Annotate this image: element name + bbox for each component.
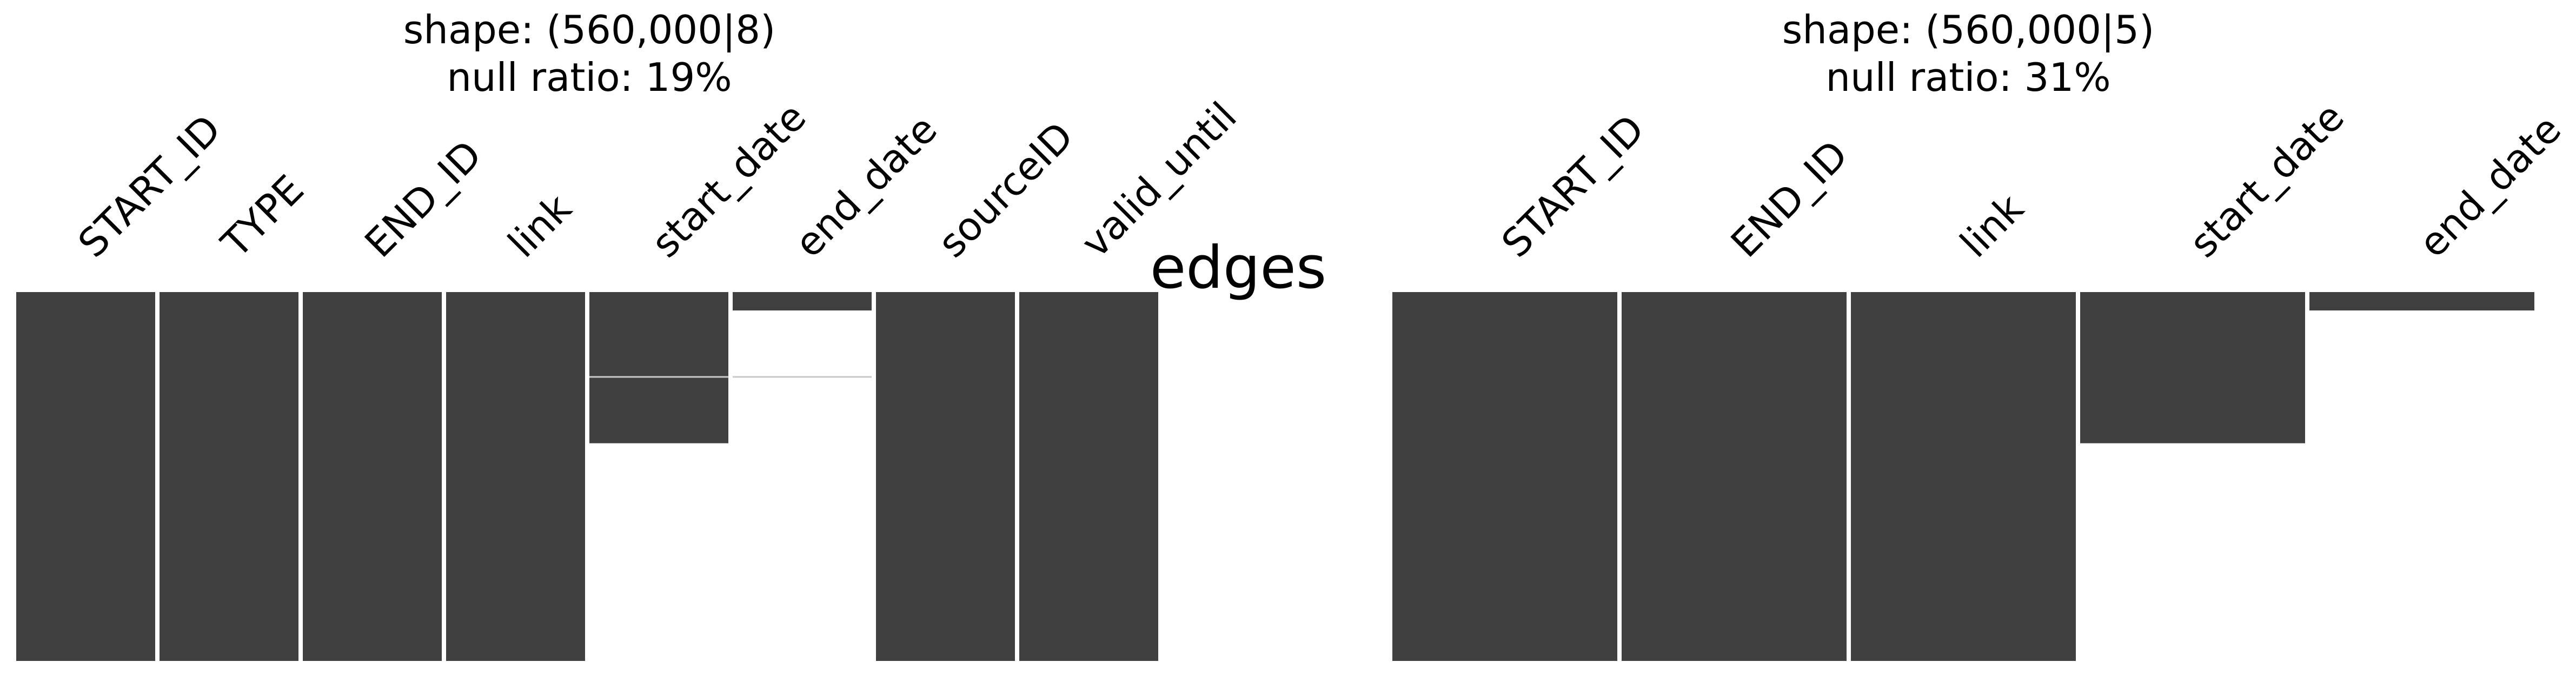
left-start_date-present-block: [589, 292, 728, 444]
left-column-label: END_ID: [356, 131, 490, 266]
left-start_date-missing-block: [589, 443, 728, 661]
right-column-label: end_date: [2410, 106, 2570, 266]
left-matrix-panel: shape: (560,000|8) null ratio: 19% START…: [16, 7, 1245, 661]
right-panel-columns: START_ID END_ID link start_date end_date: [1392, 94, 2570, 661]
right-column-label: END_ID: [1722, 131, 1857, 266]
right-START_ID-present-block: [1392, 292, 1617, 661]
left-column-label: start_date: [642, 94, 814, 266]
right-column-end_date: end_date: [2309, 106, 2570, 661]
right-column-label: START_ID: [1493, 106, 1653, 266]
left-end_date-missing-block: [733, 310, 872, 661]
left-column-label: TYPE: [213, 167, 313, 267]
left-column-TYPE: TYPE: [160, 167, 313, 661]
left-START_ID-present-block: [16, 292, 155, 661]
right-panel-title-line-2: null ratio: 31%: [1825, 55, 2110, 100]
right-column-END_ID: END_ID: [1622, 131, 1856, 661]
left-end_date-present-block: [733, 292, 872, 311]
right-end_date-present-block: [2309, 292, 2534, 311]
right-start_date-missing-block: [2080, 443, 2305, 661]
left-sourceID-present-block: [876, 292, 1015, 661]
left-column-valid_until: valid_until: [1019, 93, 1245, 661]
right-end_date-missing-block: [2309, 310, 2534, 661]
left-panel-title-line-2: null ratio: 19%: [447, 55, 732, 100]
left-column-label: START_ID: [69, 106, 229, 266]
right-link-present-block: [1851, 292, 2076, 661]
right-column-label: link: [1951, 185, 2033, 266]
right-column-START_ID: START_ID: [1392, 106, 1653, 661]
right-END_ID-present-block: [1622, 292, 1847, 661]
left-END_ID-present-block: [303, 292, 442, 661]
left-column-label: sourceID: [929, 113, 1082, 266]
left-column-label: link: [499, 185, 580, 266]
right-start_date-present-block: [2080, 292, 2305, 444]
right-panel-title-line-1: shape: (560,000|5): [1782, 7, 2154, 53]
left-valid_until-present-block: [1019, 292, 1158, 661]
right-column-label: start_date: [2181, 94, 2353, 266]
left-panel-title-line-1: shape: (560,000|8): [403, 7, 775, 53]
figure-suptitle: edges: [1150, 234, 1326, 302]
right-column-link: link: [1851, 185, 2076, 661]
left-TYPE-present-block: [160, 292, 298, 661]
right-matrix-panel: shape: (560,000|5) null ratio: 31% START…: [1392, 7, 2570, 661]
left-column-link: link: [446, 185, 585, 661]
left-link-present-block: [446, 292, 585, 661]
